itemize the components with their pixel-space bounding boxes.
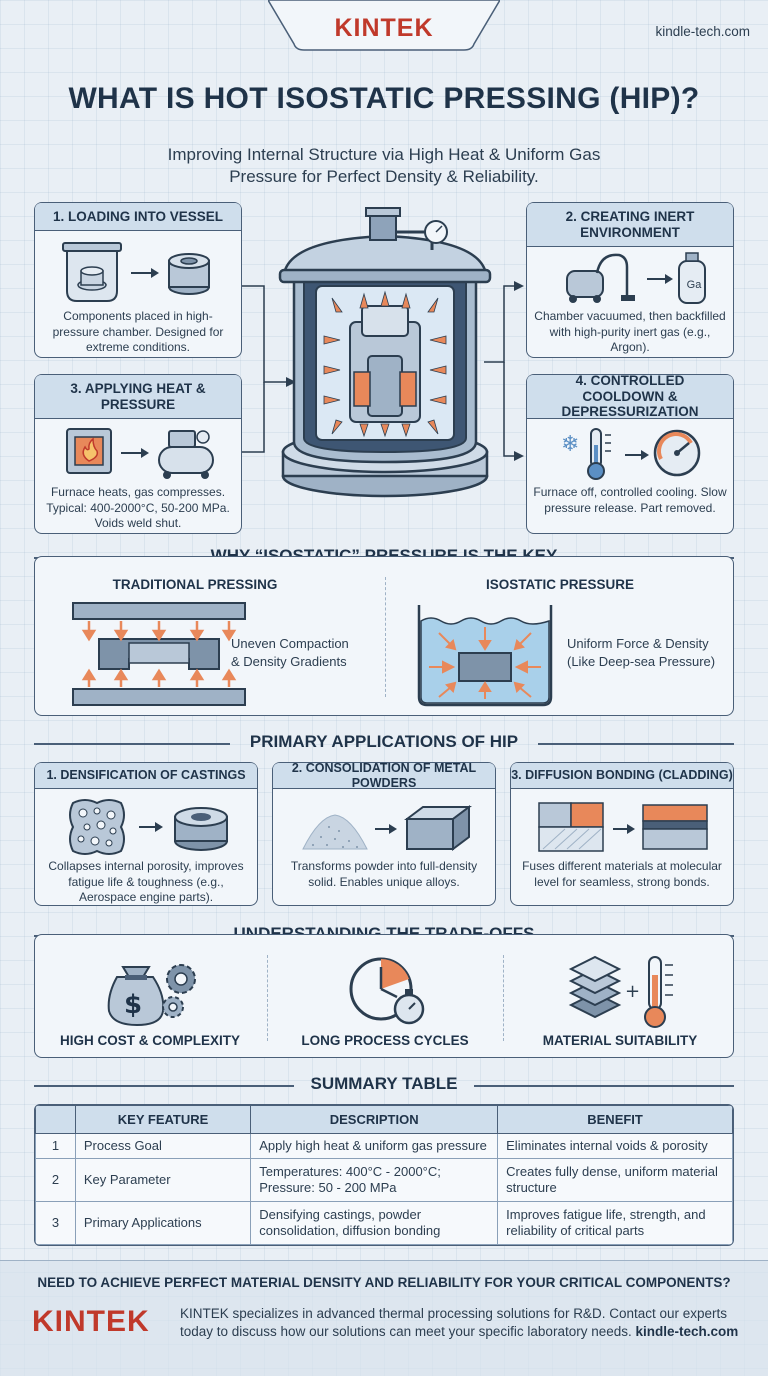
summary-table: KEY FEATURE DESCRIPTION BENEFIT 1 Proces… [35, 1105, 733, 1245]
diffusion-bonding-icon [538, 802, 708, 852]
furnace-compressor-icon [66, 428, 214, 479]
step-card-3: 3. APPLYING HEAT & PRESSURE Furnace heat… [34, 374, 242, 534]
hip-vessel-illustration [278, 207, 492, 498]
footer-link[interactable]: kindle-tech.com [635, 1324, 739, 1340]
svg-text:+: + [625, 981, 640, 1002]
applications-title-text: PRIMARY APPLICATIONS OF HIP [249, 732, 519, 751]
tradeoff-label-cycles: LONG PROCESS CYCLES [301, 1033, 469, 1048]
application-1-text: Collapses internal porosity, improves fa… [48, 859, 244, 905]
traditional-text-line-1: Uneven Compaction [231, 636, 349, 651]
table-row: 3 Primary Applications Densifying castin… [35, 1200, 733, 1245]
brand-logo: KINTEK [334, 14, 434, 42]
row-benefit: Improves fatigue life, strength, and rel… [497, 1200, 733, 1245]
tradeoff-divider-2 [503, 955, 504, 1041]
isostatic-text-line-1: Uniform Force & Density [567, 636, 709, 651]
subtitle-line-1: Improving Internal Structure via High He… [167, 145, 601, 164]
application-3-title: 3. DIFFUSION BONDING (CLADDING) [511, 763, 733, 789]
table-row: 1 Process Goal Apply high heat & uniform… [35, 1133, 733, 1159]
row-description: Temperatures: 400°C - 2000°C; Pressure: … [250, 1157, 499, 1202]
step-1-title: 1. LOADING INTO VESSEL [35, 203, 241, 231]
summary-table-wrap: KEY FEATURE DESCRIPTION BENEFIT 1 Proces… [34, 1104, 734, 1246]
svg-text:❄: ❄ [561, 432, 579, 457]
row-feature: Primary Applications [74, 1200, 252, 1245]
step-card-1: 1. LOADING INTO VESSEL Components placed… [34, 202, 242, 358]
step-4-title: 4. CONTROLLED COOLDOWN & DEPRESSURIZATIO… [527, 373, 733, 419]
summary-section-title: SUMMARY TABLE [0, 1074, 768, 1096]
gas-cylinder-label: Ga [686, 279, 702, 291]
clock-stopwatch-icon [349, 957, 425, 1025]
header-benefit: BENEFIT [497, 1105, 733, 1134]
step-1-text: Components placed in high-pressure chamb… [52, 309, 224, 355]
application-card-2: 2. CONSOLIDATION OF METAL POWDERS Transf… [272, 761, 496, 906]
title-rule-right [538, 743, 734, 745]
row-num: 3 [35, 1200, 76, 1245]
vessel-to-part-icon [62, 242, 210, 302]
isostatic-card: TRADITIONAL PRESSING Uneven Compaction &… [34, 556, 734, 716]
tradeoff-divider-1 [267, 955, 268, 1041]
tradeoff-label-material: MATERIAL SUITABILITY [542, 1033, 698, 1048]
header-description: DESCRIPTION [250, 1105, 499, 1134]
isostatic-pressure-title: ISOSTATIC PRESSURE [485, 577, 635, 592]
footer-brand-logo: KINTEK [32, 1305, 150, 1338]
step-4-text: Furnace off, controlled cooling. Slow pr… [533, 485, 727, 515]
summary-title-text: SUMMARY TABLE [310, 1074, 458, 1093]
section-divider [385, 577, 386, 697]
summary-header-row: KEY FEATURE DESCRIPTION BENEFIT [35, 1105, 733, 1134]
traditional-text: Uneven Compaction & Density Gradients [231, 635, 371, 670]
step-card-4: 4. CONTROLLED COOLDOWN & DEPRESSURIZATIO… [526, 373, 734, 534]
application-1-title: 1. DENSIFICATION OF CASTINGS [35, 763, 257, 789]
powder-to-solid-icon [302, 805, 472, 851]
row-num: 2 [35, 1157, 76, 1202]
tradeoff-label-cost: HIGH COST & COMPLEXITY [59, 1033, 240, 1048]
row-feature: Key Parameter [74, 1157, 252, 1202]
application-card-3: 3. DIFFUSION BONDING (CLADDING) Fuses di… [510, 762, 734, 906]
step-3-title: 3. APPLYING HEAT & PRESSURE [35, 375, 241, 419]
table-row: 2 Key Parameter Temperatures: 400°C - 20… [35, 1157, 733, 1202]
porous-to-dense-icon [69, 799, 228, 855]
step-3-text: Furnace heats, gas compresses. Typical: … [46, 485, 230, 531]
application-2-text: Transforms powder into full-density soli… [290, 859, 478, 889]
footer: NEED TO ACHIEVE PERFECT MATERIAL DENSITY… [0, 1260, 768, 1376]
header-key-feature: KEY FEATURE [74, 1105, 252, 1134]
title-rule-left [34, 743, 230, 745]
application-card-1: 1. DENSIFICATION OF CASTINGS Collapses i… [34, 762, 258, 906]
page-subtitle: Improving Internal Structure via High He… [0, 144, 768, 188]
isostatic-text: Uniform Force & Density (Like Deep-sea P… [567, 635, 727, 670]
step-card-2: 2. CREATING INERT ENVIRONMENT Ga Chamber… [526, 202, 734, 358]
process-connectors [242, 281, 524, 461]
traditional-text-line-2: & Density Gradients [231, 653, 347, 669]
svg-text:$: $ [124, 990, 142, 1020]
title-rule-right [474, 1085, 734, 1087]
footer-text: KINTEK specializes in advanced thermal p… [180, 1306, 728, 1340]
row-benefit: Creates fully dense, uniform material st… [497, 1157, 733, 1202]
isostatic-text-line-2: (Like Deep-sea Pressure) [567, 653, 716, 669]
row-description: Densifying castings, powder consolidatio… [250, 1200, 499, 1245]
step-2-title: 2. CREATING INERT ENVIRONMENT [527, 203, 733, 247]
row-num: 1 [35, 1133, 76, 1159]
row-description: Apply high heat & uniform gas pressure [250, 1133, 499, 1159]
step-2-text: Chamber vacuumed, then backfilled with h… [534, 309, 726, 355]
header-tab: KINTEK [267, 0, 501, 52]
traditional-press-diagram [72, 602, 246, 706]
site-url[interactable]: kindle-tech.com [655, 24, 750, 39]
traditional-title: TRADITIONAL PRESSING [112, 577, 278, 592]
title-rule-left [34, 1085, 294, 1087]
tradeoffs-card: $ HIGH COST & COMPLEXITY LONG PROCESS CY… [34, 934, 734, 1058]
application-3-text: Fuses different materials at molecular l… [522, 859, 722, 889]
row-feature: Process Goal [74, 1133, 252, 1159]
applications-section-title: PRIMARY APPLICATIONS OF HIP [0, 732, 768, 754]
money-bag-gears-icon: $ [107, 964, 196, 1027]
application-2-title: 2. CONSOLIDATION OF METAL POWDERS [273, 761, 495, 790]
layers-thermometer-icon: + [568, 955, 673, 1028]
footer-description: KINTEK specializes in advanced thermal p… [180, 1305, 740, 1341]
footer-question: NEED TO ACHIEVE PERFECT MATERIAL DENSITY… [37, 1275, 731, 1290]
header-num [35, 1105, 76, 1134]
page-title: WHAT IS HOT ISOSTATIC PRESSING (HIP)? [68, 82, 700, 115]
cooldown-gauge-icon: ❄ [561, 428, 701, 480]
isostatic-tank-diagram [417, 605, 553, 707]
row-benefit: Eliminates internal voids & porosity [497, 1133, 733, 1159]
vacuum-gas-icon [566, 252, 706, 304]
subtitle-line-2: Pressure for Perfect Density & Reliabili… [229, 167, 539, 187]
